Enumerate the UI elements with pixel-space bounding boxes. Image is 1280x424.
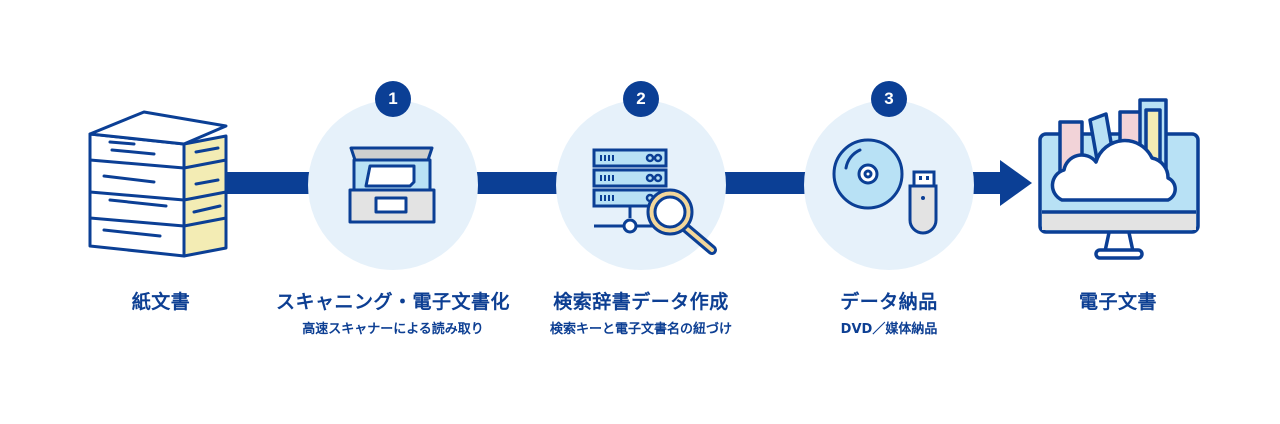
- step-title-paper: 紙文書: [131, 291, 191, 313]
- flow-connector: [470, 172, 570, 194]
- paper-stack-icon: [88, 110, 228, 258]
- step-3-badge: 3: [871, 81, 907, 117]
- scanner-icon: [348, 146, 436, 224]
- disc-usb-icon: [832, 138, 938, 235]
- step-2-badge: 2: [623, 81, 659, 117]
- flow-connector: [225, 172, 320, 194]
- step-title-deliver: データ納品: [840, 291, 938, 313]
- flow-connector: [720, 172, 820, 194]
- step-subtitle-deliver: DVD／媒体納品: [840, 322, 938, 337]
- step-title-digital: 電子文書: [1078, 291, 1157, 313]
- step-subtitle-index: 検索キーと電子文書名の紐づけ: [549, 322, 732, 337]
- step-title-scan: スキャニング・電子文書化: [275, 291, 510, 313]
- arrow-right-icon: [1000, 160, 1032, 206]
- server-search-icon: [592, 148, 717, 255]
- monitor-cloud-icon: [1038, 98, 1200, 260]
- step-1-badge: 1: [375, 81, 411, 117]
- step-subtitle-scan: 高速スキャナーによる読み取り: [302, 322, 484, 337]
- step-title-index: 検索辞書データ作成: [553, 291, 729, 313]
- flow-connector: [970, 172, 1006, 194]
